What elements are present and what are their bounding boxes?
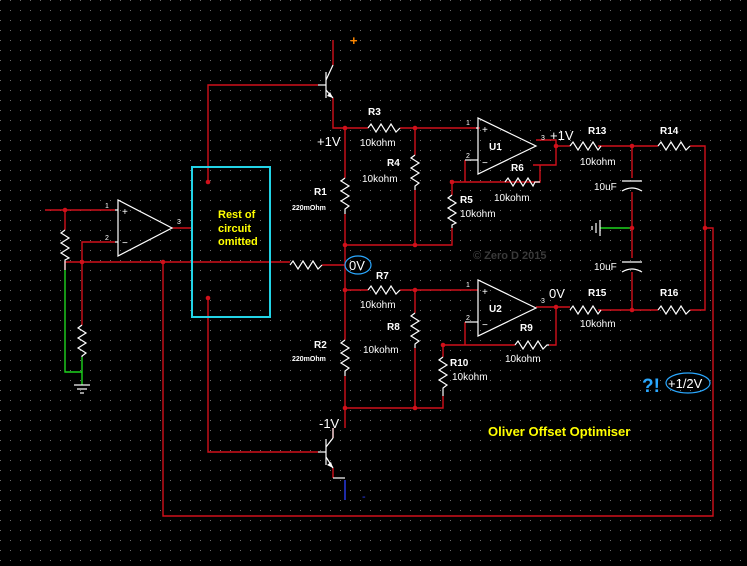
transistor-lower [318, 428, 345, 479]
transistor-upper [318, 64, 334, 99]
label-r13-name: R13 [588, 126, 607, 137]
half-volt-marker [665, 372, 711, 394]
question-mark-annotation: ?! [642, 376, 660, 397]
label-r2-name: R2 [314, 340, 327, 351]
label-r7-name: R7 [376, 271, 389, 282]
block-line3: omitted [218, 236, 258, 248]
label-r2-value: 220mOhm [292, 356, 326, 363]
ground-symbols [74, 220, 601, 394]
pin-u1-2: 2 [466, 153, 470, 160]
voltage-u2-out: 0V [549, 286, 565, 301]
label-r8-value: 10kohm [363, 345, 399, 356]
label-r8-name: R8 [387, 322, 400, 333]
label-r10-value: 10kohm [452, 372, 488, 383]
opamp-u2-minus: − [482, 320, 488, 331]
label-r4-name: R4 [387, 158, 400, 169]
label-r9-value: 10kohm [505, 354, 541, 365]
resistor-r5 [446, 194, 458, 228]
diagram-title: Oliver Offset Optimiser [488, 424, 630, 439]
block-line2: circuit [218, 223, 251, 235]
resistor-r15 [569, 304, 602, 316]
resistor-r7 [367, 284, 401, 296]
supply-plus-label: + [350, 33, 358, 48]
supply-minus-label: - [362, 491, 366, 503]
zero-volt-marker [344, 255, 372, 275]
resistor-r1 [339, 177, 351, 214]
pin-u2-2: 2 [466, 315, 470, 322]
label-r3-name: R3 [368, 107, 381, 118]
resistor-r16 [657, 304, 691, 316]
label-r1-name: R1 [314, 187, 327, 198]
label-r4-value: 10kohm [362, 174, 398, 185]
capacitors [621, 180, 643, 273]
pin-input-2: 2 [105, 235, 109, 242]
opamp-u2 [465, 279, 538, 337]
opamp-input-plus: + [122, 207, 128, 218]
resistor-input-top [59, 229, 71, 270]
opamp-u1 [465, 117, 538, 175]
label-r14-name: R14 [660, 126, 679, 137]
label-r3-value: 10kohm [360, 138, 396, 149]
voltage-zero: 0V [349, 258, 365, 273]
resistor-input-bottom [76, 324, 88, 357]
pin-u2-3: 3 [541, 298, 545, 305]
ground-icon-right [591, 220, 601, 236]
pin-u1-3: 3 [541, 135, 545, 142]
voltage-plus1: +1V [317, 134, 341, 149]
pin-u1-1: 1 [466, 120, 470, 127]
opamp-u1-name: U1 [489, 142, 502, 153]
capacitor-c1 [621, 180, 643, 192]
resistor-r6 [504, 176, 540, 188]
resistor-r13 [569, 140, 602, 152]
label-r6-name: R6 [511, 163, 524, 174]
watermark: © Zero D 2015 [473, 250, 547, 262]
pin-u2-1: 1 [466, 282, 470, 289]
label-r15-value: 10kohm [580, 319, 616, 330]
opamp-u1-minus: − [482, 158, 488, 169]
voltage-half: +1/2V [668, 376, 703, 391]
resistor-r2 [339, 339, 351, 376]
ground-icon-left [74, 384, 90, 394]
label-r13-value: 10kohm [580, 157, 616, 168]
resistor-r9 [514, 339, 549, 351]
opamp-u2-name: U2 [489, 304, 502, 315]
resistor-r8 [409, 312, 421, 348]
opamp-u2-plus: + [482, 287, 488, 298]
label-r15-name: R15 [588, 288, 607, 299]
omitted-circuit-block [191, 166, 271, 318]
opamp-u1-plus: + [482, 125, 488, 136]
label-r1-value: 220mOhm [292, 205, 326, 212]
label-r7-value: 10kohm [360, 300, 396, 311]
resistor-r4 [409, 154, 421, 190]
pin-input-1: 1 [105, 203, 109, 210]
opamp-input-minus: − [122, 238, 128, 249]
label-r6-value: 10kohm [494, 193, 530, 204]
label-r5-value: 10kohm [460, 209, 496, 220]
label-r5-name: R5 [460, 195, 473, 206]
voltage-minus1: -1V [319, 416, 340, 431]
label-c1-value: 10uF [594, 182, 617, 193]
resistor-r3 [367, 122, 401, 134]
block-line1: Rest of [218, 209, 256, 221]
opamp-input [115, 199, 174, 257]
label-r9-name: R9 [520, 323, 533, 334]
capacitor-c2 [621, 261, 643, 273]
pin-input-3: 3 [177, 219, 181, 226]
label-r16-name: R16 [660, 288, 679, 299]
label-r10-name: R10 [450, 358, 469, 369]
resistor-r10 [437, 356, 449, 396]
resistors [59, 122, 691, 396]
label-c2-value: 10uF [594, 262, 617, 273]
voltage-u1-out: +1V [550, 128, 574, 143]
junctions [62, 125, 708, 411]
resistor-r14 [657, 140, 691, 152]
resistor-zero-node [289, 259, 323, 271]
